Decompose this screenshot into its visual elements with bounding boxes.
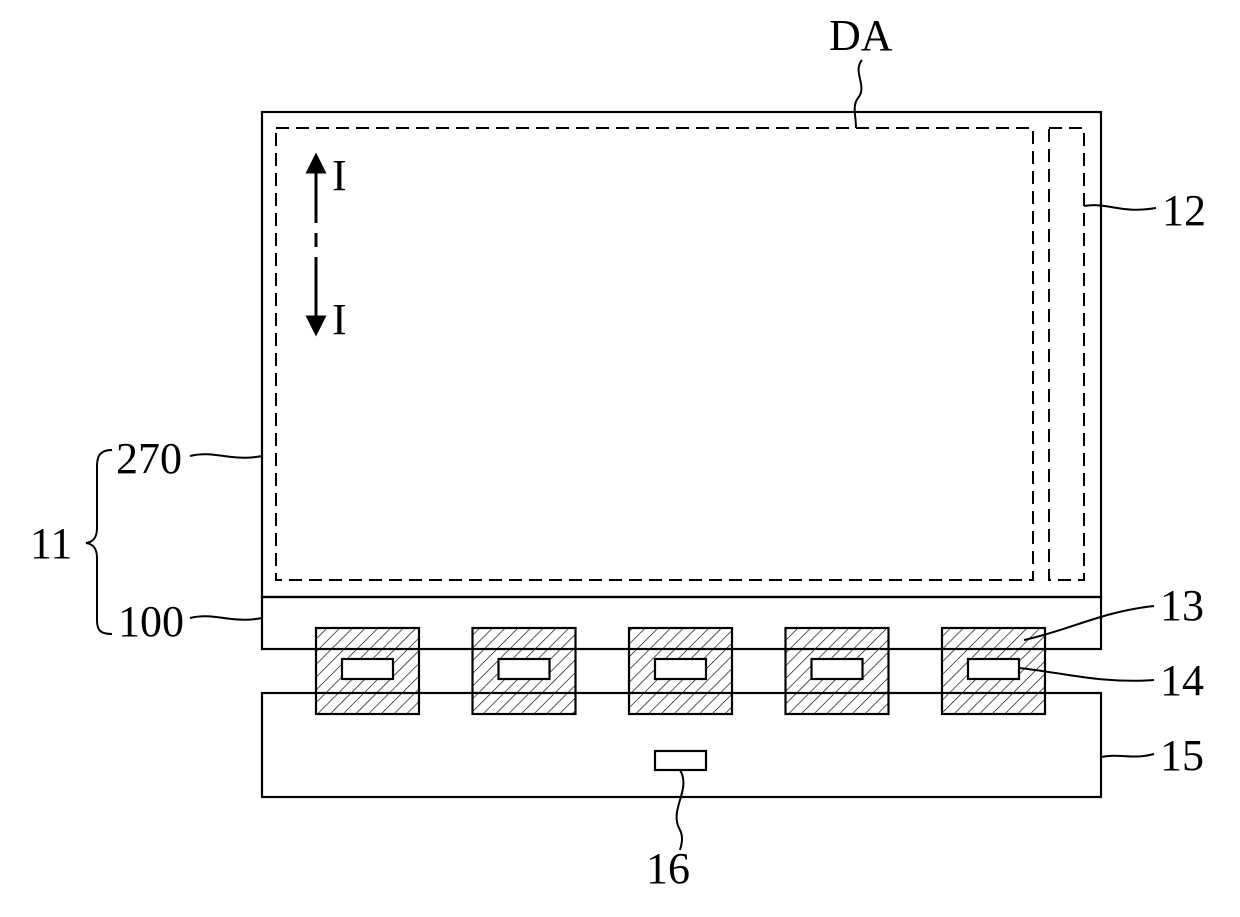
connector-16: [655, 751, 706, 770]
ref-16-label: 16: [646, 844, 690, 893]
ref-100-leader: [190, 616, 262, 619]
driver-chip-14: [342, 659, 393, 679]
ref-12-label: 12: [1162, 186, 1206, 235]
ref-15-label: 15: [1160, 731, 1204, 780]
region-12-dashed: [1049, 128, 1084, 580]
display-area-dashed: [276, 128, 1033, 580]
section-label-top: I: [332, 151, 347, 200]
driver-chip-14: [655, 659, 706, 679]
ref-100-label: 100: [118, 597, 184, 646]
ref-11-label: 11: [30, 519, 72, 568]
ref-14-label: 14: [1160, 656, 1204, 705]
ref-12-leader: [1084, 205, 1156, 210]
ref-16-leader: [677, 770, 684, 850]
ref-11-brace: [86, 450, 112, 634]
display-area-leader: [855, 60, 862, 128]
driver-chip-14: [968, 659, 1019, 679]
ref-13-label: 13: [1160, 581, 1204, 630]
ref-13-leader: [1024, 606, 1154, 640]
upper-substrate-270: [262, 112, 1101, 597]
display-area-label: DA: [829, 11, 893, 60]
ref-270-leader: [190, 454, 262, 457]
section-label-bottom: I: [332, 295, 347, 344]
chip-on-film-group: [316, 628, 1045, 714]
ref-15-leader: [1101, 754, 1154, 757]
driver-chip-14: [812, 659, 863, 679]
driver-chip-14: [499, 659, 550, 679]
ref-270-label: 270: [116, 434, 182, 483]
